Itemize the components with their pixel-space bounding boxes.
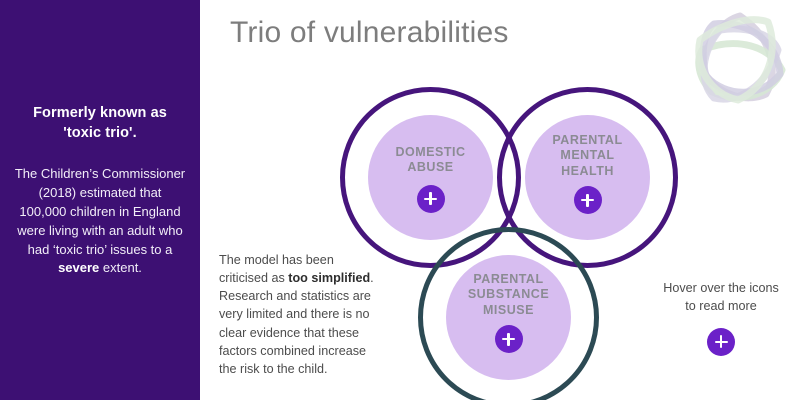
sidebar-body-text: The Children’s Commissioner (2018) estim… <box>14 165 186 278</box>
venn-circle-mental-health[interactable] <box>497 87 678 268</box>
sidebar-body-emphasis: severe <box>58 260 100 276</box>
sidebar-panel: Formerly known as 'toxic trio'. The Chil… <box>0 0 200 400</box>
page-title: Trio of vulnerabilities <box>230 16 509 49</box>
plus-bar-vertical <box>719 335 723 349</box>
hover-hint-text: Hover over the icons to read more <box>663 281 779 313</box>
interwoven-star-logo <box>695 12 786 104</box>
sidebar-body-prefix: The Children’s Commissioner (2018) estim… <box>14 166 186 257</box>
plus-icon-hint[interactable] <box>707 327 735 356</box>
criticism-paragraph: The model has been criticised as too sim… <box>219 251 385 378</box>
venn-circle-substance-misuse[interactable] <box>418 227 599 400</box>
sidebar-body-suffix: extent. <box>99 260 142 276</box>
criticism-emphasis: too simplified <box>288 271 371 286</box>
sidebar-heading: Formerly known as 'toxic trio'. <box>33 105 167 141</box>
hover-hint: Hover over the icons to read more <box>662 280 780 356</box>
plus-button-hint[interactable] <box>707 327 735 356</box>
criticism-prefix: The model has been criticised as <box>219 253 334 286</box>
criticism-suffix: . Research and statistics are very limit… <box>219 271 374 376</box>
